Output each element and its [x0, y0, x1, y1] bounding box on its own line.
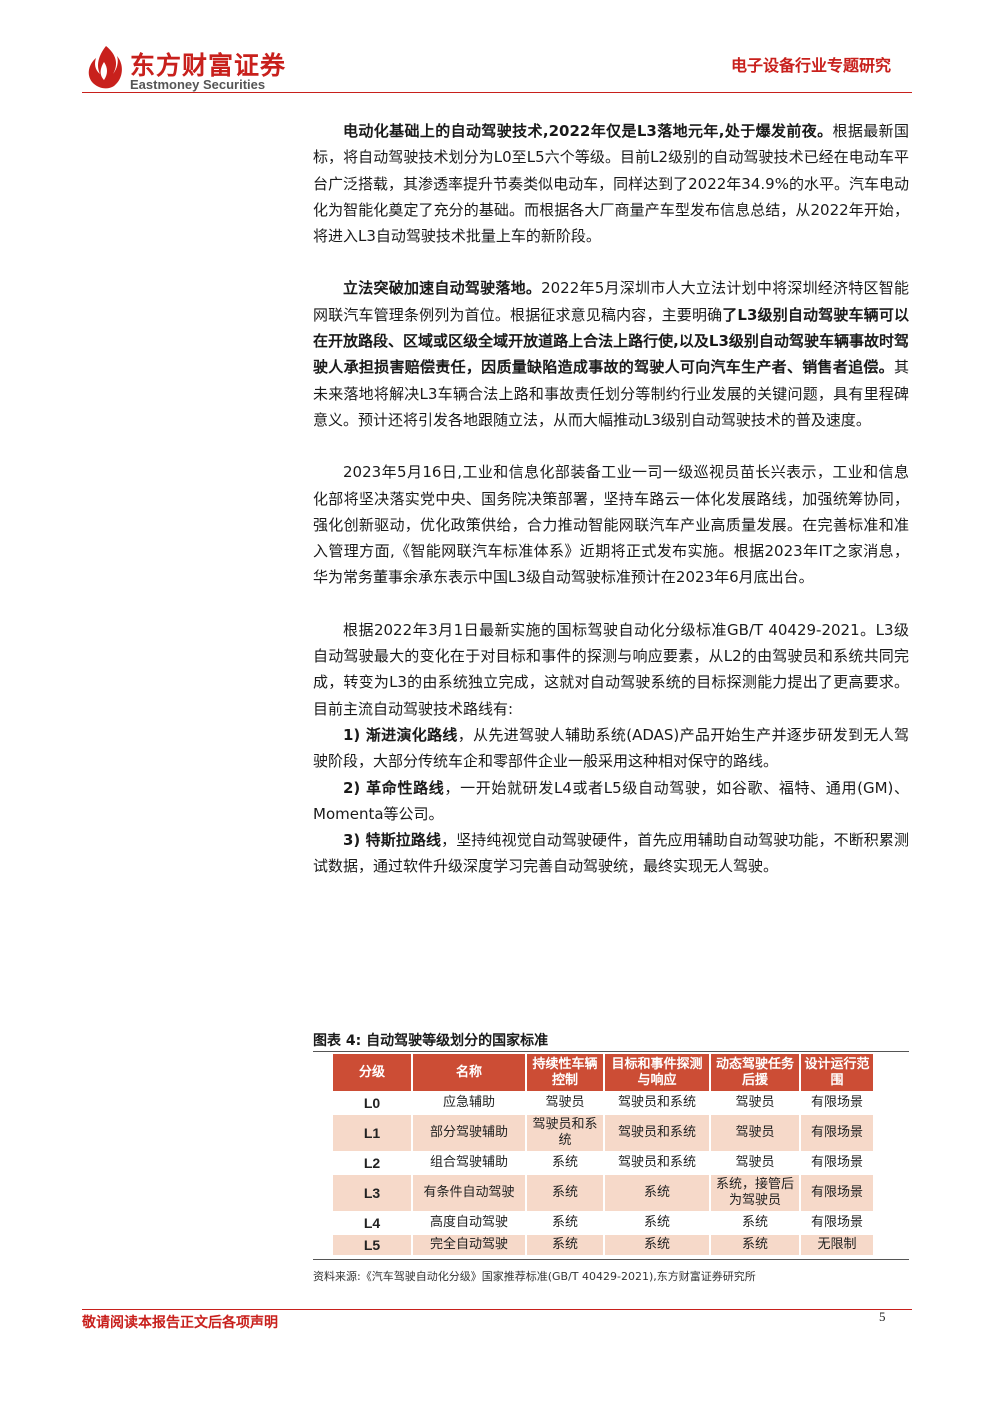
paragraph-emphasis: 了L3级别自动驾驶车辆可以在开放路段、区域或区级全域开放道路上合法上路行使,以及… [313, 305, 909, 377]
table-cell: L2 [333, 1151, 411, 1175]
table-cell: 部分驾驶辅助 [413, 1115, 525, 1151]
table-cell: 有限场景 [801, 1091, 873, 1115]
paragraph-text: 2022年5月深圳市人大立法计划中将深圳经济特区智能网联汽车管理条例列为首位。根… [313, 279, 909, 324]
table-cell: 系统 [711, 1211, 799, 1235]
page-number: 5 [879, 1309, 886, 1324]
table-cell: 组合驾驶辅助 [413, 1151, 525, 1175]
report-type-label: 电子设备行业专题研究 [730, 56, 891, 75]
table-cell: 系统 [605, 1235, 709, 1255]
table-cell: 系统 [527, 1175, 603, 1211]
page-header: 东方财富证券 Eastmoney Securities 电子设备行业专题研究 [0, 0, 992, 100]
paragraph-text: 其未来落地将解决L3车辆合法上路和事故责任划分等制约行业发展的关键问题，具有里程… [313, 358, 909, 429]
route-item-tesla: 3) 特斯拉路线，坚持纯视觉自动驾驶硬件，首先应用辅助自动驾驶功能，不断积累测试… [313, 827, 909, 880]
table-cell: L0 [333, 1091, 411, 1115]
route-item-gradual: 1) 渐进演化路线，从先进驾驶人辅助系统(ADAS)产品开始生产并逐步研发到无人… [313, 722, 909, 775]
table-cell: 有限场景 [801, 1175, 873, 1211]
table-cell: 有限场景 [801, 1151, 873, 1175]
route-title: 3) 特斯拉路线 [343, 831, 442, 850]
table-cell: 高度自动驾驶 [413, 1211, 525, 1235]
paragraph-electrification: 电动化基础上的自动驾驶技术,2022年仅是L3落地元年,处于爆发前夜。根据最新国… [313, 118, 909, 249]
table-row: L4 高度自动驾驶 系统 系统 系统 有限场景 [333, 1211, 873, 1235]
table-cell: 系统 [527, 1151, 603, 1175]
table-cell: 驾驶员和系统 [605, 1091, 709, 1115]
table-cell: 驾驶员和系统 [527, 1115, 603, 1151]
column-header: 设计运行范围 [801, 1054, 873, 1091]
table-row: L2 组合驾驶辅助 系统 驾驶员和系统 驾驶员 有限场景 [333, 1151, 873, 1175]
table-cell: 无限制 [801, 1235, 873, 1255]
table-cell: 系统 [605, 1175, 709, 1211]
table-cell: 系统 [527, 1235, 603, 1255]
table-cell: L1 [333, 1115, 411, 1151]
table-cell: L4 [333, 1211, 411, 1235]
table-cell: 系统 [527, 1211, 603, 1235]
table-cell: 系统 [605, 1211, 709, 1235]
table-cell: 有限场景 [801, 1211, 873, 1235]
table-cell: 驾驶员 [711, 1115, 799, 1151]
column-header: 名称 [413, 1054, 525, 1091]
table-cell: 驾驶员和系统 [605, 1115, 709, 1151]
flame-logo-icon [88, 46, 122, 89]
paragraph-text: 根据最新国标，将自动驾驶技术划分为L0至L5六个等级。目前L2级别的自动驾驶技术… [313, 122, 909, 246]
table-cell: 驾驶员 [711, 1091, 799, 1115]
header-divider [82, 92, 912, 93]
route-item-revolutionary: 2) 革命性路线，一开始就研发L4或者L5级自动驾驶，如谷歌、福特、通用(GM)… [313, 775, 909, 828]
table-row: L1 部分驾驶辅助 驾驶员和系统 驾驶员和系统 驾驶员 有限场景 [333, 1115, 873, 1151]
column-header: 动态驾驶任务后援 [711, 1054, 799, 1091]
paragraph-miit: 2023年5月16日,工业和信息化部装备工业一司一级巡视员苗长兴表示，工业和信息… [313, 463, 909, 587]
company-logo: 东方财富证券 Eastmoney Securities [86, 44, 306, 96]
table-cell: 完全自动驾驶 [413, 1235, 525, 1255]
figure-bottom-rule [313, 1259, 909, 1260]
table-cell: 有限场景 [801, 1115, 873, 1151]
route-text: ，坚持纯视觉自动驾驶硬件，首先应用辅助自动驾驶功能，不断积累测试数据，通过软件升… [313, 831, 909, 876]
table-row: L5 完全自动驾驶 系统 系统 系统 无限制 [333, 1235, 873, 1255]
table-cell: 驾驶员和系统 [605, 1151, 709, 1175]
footer-divider [82, 1309, 912, 1310]
table-cell: 驾驶员 [711, 1151, 799, 1175]
route-title: 2) 革命性路线 [343, 778, 445, 797]
logo-english-name: Eastmoney Securities [130, 77, 266, 92]
table-row: L0 应急辅助 驾驶员 驾驶员和系统 驾驶员 有限场景 [333, 1091, 873, 1115]
disclaimer-link[interactable]: 敬请阅读本报告正文后各项声明 [82, 1315, 278, 1331]
figure-top-rule [313, 1051, 909, 1052]
route-text: ，一开始就研发L4或者L5级自动驾驶，如谷歌、福特、通用(GM)、Momenta… [313, 778, 910, 823]
report-body: 电动化基础上的自动驾驶技术,2022年仅是L3落地元年,处于爆发前夜。根据最新国… [313, 118, 909, 880]
paragraph-legislation: 立法突破加速自动驾驶落地。2022年5月深圳市人大立法计划中将深圳经济特区智能网… [313, 275, 909, 433]
figure-source: 资料来源:《汽车驾驶自动化分级》国家推荐标准(GB/T 40429-2021),… [313, 1270, 756, 1283]
route-title: 1) 渐进演化路线 [343, 725, 458, 744]
table-cell: 系统 [711, 1235, 799, 1255]
table-row: L3 有条件自动驾驶 系统 系统 系统，接管后为驾驶员 有限场景 [333, 1175, 873, 1211]
table-cell: L3 [333, 1175, 411, 1211]
table-header-row: 分级 名称 持续性车辆控制 目标和事件探测与响应 动态驾驶任务后援 设计运行范围 [333, 1054, 873, 1091]
table-cell: L5 [333, 1235, 411, 1255]
paragraph-lead: 电动化基础上的自动驾驶技术,2022年仅是L3落地元年,处于爆发前夜。 [343, 122, 833, 140]
table-cell: 应急辅助 [413, 1091, 525, 1115]
column-header: 分级 [333, 1054, 411, 1091]
table-cell: 驾驶员 [527, 1091, 603, 1115]
paragraph-national-standard: 根据2022年3月1日最新实施的国标驾驶自动化分级标准GB/T 40429-20… [313, 620, 909, 718]
logo-chinese-name: 东方财富证券 [130, 51, 287, 80]
autonomy-level-table: 分级 名称 持续性车辆控制 目标和事件探测与响应 动态驾驶任务后援 设计运行范围… [331, 1054, 875, 1255]
figure-title: 图表 4: 自动驾驶等级划分的国家标准 [313, 1033, 549, 1049]
table-cell: 系统，接管后为驾驶员 [711, 1175, 799, 1211]
route-text: ，从先进驾驶人辅助系统(ADAS)产品开始生产并逐步研发到无人驾驶阶段，大部分传… [313, 725, 909, 771]
table-cell: 有条件自动驾驶 [413, 1175, 525, 1211]
paragraph-lead: 立法突破加速自动驾驶落地。 [343, 279, 542, 298]
column-header: 目标和事件探测与响应 [605, 1054, 709, 1091]
column-header: 持续性车辆控制 [527, 1054, 603, 1091]
